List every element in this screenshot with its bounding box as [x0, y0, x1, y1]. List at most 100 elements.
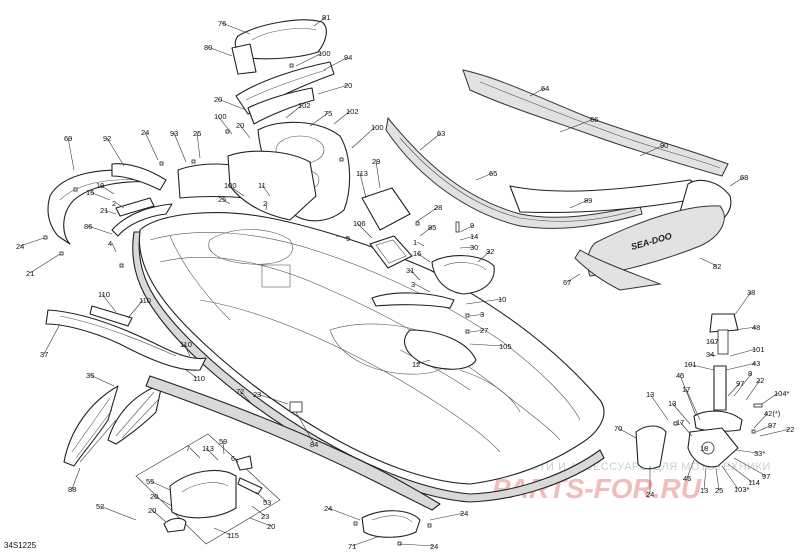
callout-label: 34	[706, 350, 714, 359]
callout-c96: 104*	[761, 389, 790, 405]
callout-label: 27	[480, 326, 488, 335]
callout-c101: 97	[755, 421, 776, 433]
callout-c34: 106	[353, 219, 373, 239]
bracket-10[interactable]	[371, 292, 455, 309]
callout-label: 103*	[734, 485, 750, 494]
leader-line	[221, 198, 231, 205]
leader-line	[205, 447, 219, 461]
callout-label: 29	[372, 157, 380, 166]
leader-line	[234, 457, 239, 463]
callout-label: 100	[318, 49, 331, 58]
callout-label: 10	[498, 295, 506, 304]
callout-label: 68	[740, 173, 748, 182]
gauge-cover-76[interactable]	[234, 19, 327, 60]
vent-grille-88[interactable]	[63, 383, 163, 467]
leader-line	[727, 382, 741, 397]
callout-c1: 76	[218, 19, 251, 35]
step-71[interactable]	[361, 510, 421, 538]
leader-line	[459, 246, 475, 249]
leader-line	[529, 87, 546, 97]
leader-line	[43, 323, 61, 355]
callout-label: 46	[683, 474, 691, 483]
callout-label: 97	[762, 472, 770, 481]
leader-line	[375, 160, 381, 189]
hull-rub-rail[interactable]	[132, 231, 605, 503]
callout-label: 64	[541, 84, 549, 93]
leader-line	[115, 202, 125, 209]
leader-line	[715, 467, 720, 491]
grab-handle-32[interactable]	[431, 255, 495, 295]
callout-label: 107	[706, 337, 719, 346]
callout-label: 97	[736, 379, 744, 388]
callout-c49: 12	[412, 359, 431, 369]
callout-c104: 17	[676, 418, 693, 437]
callout-label: 25	[193, 129, 201, 138]
callout-c76: 52	[96, 502, 137, 521]
callout-label: 33*	[754, 449, 765, 458]
callout-c107: 46	[683, 459, 695, 483]
side-panel-37[interactable]	[45, 309, 207, 371]
leader-line	[703, 467, 707, 491]
gasket-106[interactable]	[369, 235, 413, 269]
callout-c82: 24	[429, 509, 468, 521]
leader-line	[566, 273, 581, 283]
leader-line	[569, 199, 589, 209]
callout-label: 114	[748, 478, 760, 487]
callout-c87: 48	[733, 323, 760, 332]
leader-line	[285, 104, 303, 119]
post-43[interactable]	[713, 365, 727, 411]
callout-c59: 110	[98, 290, 117, 313]
seat-mat-67[interactable]	[574, 249, 662, 291]
callout-label: 5	[346, 234, 350, 243]
leader-line	[196, 132, 201, 159]
trim-21-bracket[interactable]	[115, 197, 155, 217]
callout-c20: 15	[86, 188, 111, 201]
cover-20[interactable]	[247, 87, 315, 125]
callout-c79: 20	[249, 517, 275, 531]
seat-cover-63[interactable]	[385, 116, 643, 229]
bracket-110[interactable]	[89, 305, 133, 327]
leader-line	[639, 144, 665, 157]
seat-mat-82[interactable]: SEA-DOO	[587, 205, 725, 277]
leader-line	[183, 343, 191, 357]
callout-label: 4	[108, 239, 112, 248]
storage-bin-29[interactable]	[361, 187, 411, 231]
bracket-70[interactable]	[635, 425, 667, 470]
callout-label: 13	[700, 486, 708, 495]
callout-label: 24	[430, 542, 438, 551]
seat-cover-64[interactable]	[462, 69, 729, 177]
hull-body[interactable]	[138, 212, 605, 485]
callout-label: 8	[748, 369, 752, 378]
callout-c72: 6	[231, 454, 239, 463]
grommet-20[interactable]	[163, 517, 187, 533]
callout-label: 55	[146, 477, 154, 486]
callout-label: 75	[324, 109, 332, 118]
clip-84[interactable]	[289, 401, 303, 413]
leader-line	[313, 16, 327, 27]
bracket-6[interactable]	[235, 455, 253, 471]
callout-c67: 23	[253, 390, 289, 405]
mirror-panel-55[interactable]	[169, 470, 237, 519]
callout-label: 13	[646, 390, 654, 399]
trim-86[interactable]	[111, 203, 173, 237]
callout-label: 37	[40, 350, 48, 359]
callout-c50: 64	[529, 84, 549, 97]
handle-38[interactable]	[709, 313, 739, 355]
rail-72[interactable]	[145, 375, 441, 511]
callout-c80: 115	[213, 527, 239, 540]
callout-c9: 75	[309, 109, 332, 127]
callout-label: 104*	[774, 389, 790, 398]
leader-line	[733, 457, 767, 477]
pod-80[interactable]	[231, 43, 257, 75]
callout-c23: 100	[224, 181, 245, 197]
callout-label: 102	[346, 107, 359, 116]
callout-c14: 69	[64, 134, 75, 171]
callout-c60: 110	[127, 296, 151, 319]
side-panel-92[interactable]	[111, 163, 167, 191]
callout-c111: 103*	[721, 465, 750, 494]
callout-c84: 24	[399, 542, 438, 551]
gate-assy-46[interactable]	[687, 427, 739, 468]
glovebox-11[interactable]	[227, 150, 317, 221]
leader-line	[351, 535, 381, 547]
callout-c92: 8	[733, 369, 753, 397]
